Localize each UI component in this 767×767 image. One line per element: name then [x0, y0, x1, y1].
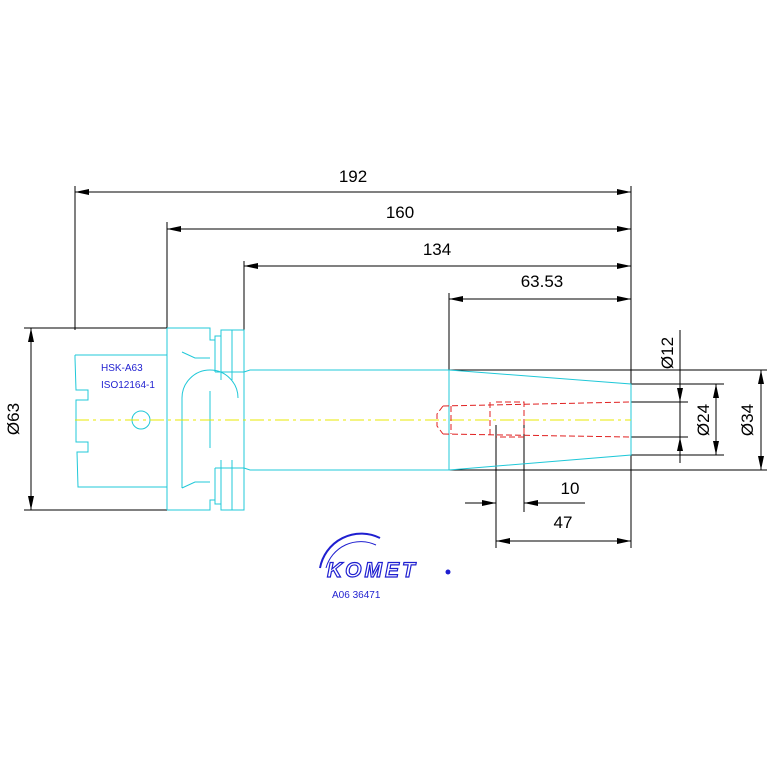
dimension-dia-12: Ø12 — [631, 330, 688, 463]
komet-logo-text: KOMET — [327, 559, 418, 582]
tool-holder-outline — [74, 327, 632, 511]
dimension-10: 10 — [465, 425, 585, 548]
dimension-192-label: 192 — [339, 167, 367, 186]
hidden-bore — [436, 401, 632, 438]
dimension-134-label: 134 — [423, 240, 451, 259]
dimension-dia-34: Ø34 — [449, 369, 767, 471]
dimension-dia-24: Ø24 — [631, 383, 724, 456]
dimension-dia-63: Ø63 — [4, 327, 167, 511]
dimension-47-label: 47 — [554, 513, 573, 532]
dimension-dia-24-label: Ø24 — [694, 404, 713, 436]
dimension-10-label: 10 — [561, 479, 580, 498]
komet-logo: KOMET — [319, 532, 451, 583]
dimension-160: 160 — [166, 203, 631, 330]
dimension-63-53-label: 63.53 — [521, 272, 564, 291]
dimension-160-label: 160 — [386, 203, 414, 222]
standard-label: ISO12164-1 — [101, 380, 155, 391]
interface-label: HSK-A63 — [101, 363, 143, 374]
dimension-134: 134 — [243, 240, 631, 330]
article-number: A06 36471 — [332, 590, 381, 601]
dimension-dia-12-label: Ø12 — [658, 337, 677, 369]
dimension-63-53: 63.53 — [448, 272, 631, 370]
dimension-47: 47 — [496, 513, 631, 544]
dimension-dia-63-label: Ø63 — [4, 403, 23, 435]
dimension-dia-34-label: Ø34 — [738, 404, 757, 436]
dimension-192: 192 — [74, 167, 631, 330]
